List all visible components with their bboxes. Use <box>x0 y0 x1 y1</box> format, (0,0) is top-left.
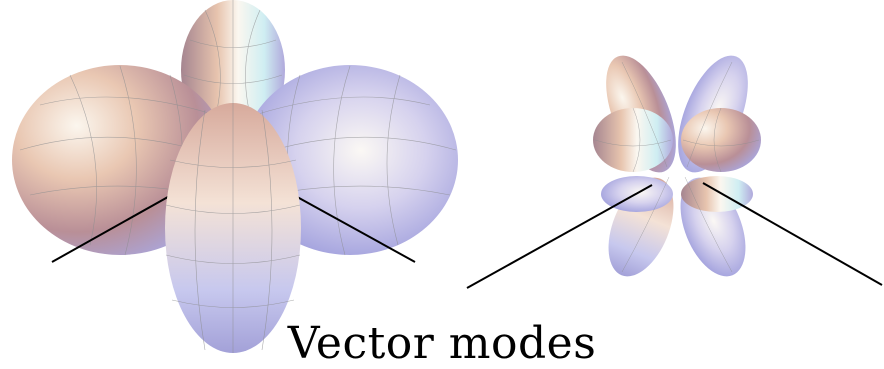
figure-canvas <box>12 0 883 353</box>
small-lobed-pattern <box>466 55 883 289</box>
small-lobe-low-right <box>681 176 753 212</box>
small-lobe-left <box>593 108 673 172</box>
small-axis-line-right <box>702 182 883 286</box>
axis-line-right <box>289 192 416 263</box>
axis-line-left <box>51 192 176 263</box>
front-lobe <box>165 103 301 353</box>
figure-caption: Vector modes <box>287 318 597 369</box>
large-lobed-pattern <box>12 0 458 353</box>
small-axis-line-left <box>466 184 653 289</box>
small-lobe-right <box>681 108 761 172</box>
